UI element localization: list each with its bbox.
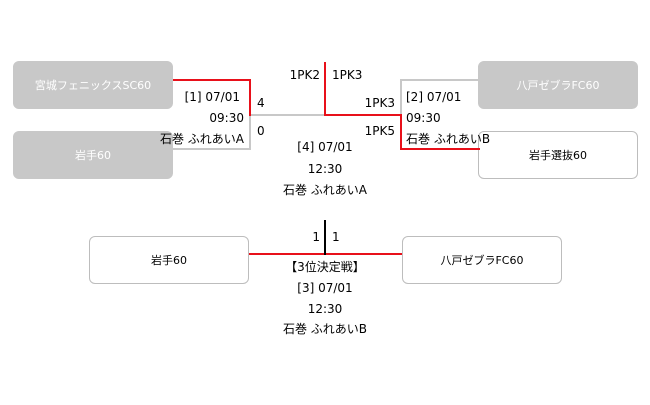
bracket-line-m2-vert-bottom xyxy=(400,114,402,150)
m1-score-bottom: 0 xyxy=(257,124,265,138)
m1-label: [1] 07/01 xyxy=(184,90,240,104)
m3-score-left: 1 xyxy=(312,230,320,244)
team-name: 八戸ゼブラFC60 xyxy=(516,79,600,92)
m1-time: 09:30 xyxy=(209,111,244,125)
bracket-line-m2-vert-top xyxy=(400,79,402,116)
team-box-3rd-hachinohe-zebra[interactable]: 八戸ゼブラFC60 xyxy=(402,236,562,284)
team-name: 岩手60 xyxy=(75,149,111,162)
m2-venue: 石巻 ふれあいB xyxy=(406,132,491,146)
m4-label: [4] 07/01 xyxy=(297,140,353,154)
team-name: 岩手選抜60 xyxy=(529,149,587,162)
bracket-line-m4-right xyxy=(325,114,400,116)
team-box-iwate-60[interactable]: 岩手60 xyxy=(13,131,173,179)
team-box-3rd-iwate-60[interactable]: 岩手60 xyxy=(89,236,249,284)
team-name: 八戸ゼブラFC60 xyxy=(440,254,524,267)
m2-label: [2] 07/01 xyxy=(406,90,462,104)
m3-score-right: 1 xyxy=(332,230,340,244)
bracket-line-m1-vert-top xyxy=(249,79,251,116)
m4-time: 12:30 xyxy=(307,162,343,176)
bracket-line-m4-stem xyxy=(324,62,326,116)
team-name: 宮城フェニックスSC60 xyxy=(34,79,152,92)
team-box-iwate-senbatsu[interactable]: 岩手選抜60 xyxy=(478,131,638,179)
m3-label: [3] 07/01 xyxy=(297,281,353,295)
m1-venue: 石巻 ふれあいA xyxy=(159,132,244,146)
bracket-line-m1-top xyxy=(173,79,251,81)
bracket-line-m1-bottom xyxy=(173,148,251,150)
bracket-line-m1-vert-bottom xyxy=(249,116,251,150)
bracket-line-m2-bottom xyxy=(400,148,480,150)
m4-score-left: 1PK2 xyxy=(289,68,320,82)
m2-score-top: 1PK3 xyxy=(364,96,395,110)
m2-time: 09:30 xyxy=(406,111,441,125)
team-box-miyagi-phoenix[interactable]: 宮城フェニックスSC60 xyxy=(13,61,173,109)
bracket-line-m3-stem xyxy=(324,220,326,255)
m2-score-bottom: 1PK5 xyxy=(364,124,395,138)
team-box-hachinohe-zebra[interactable]: 八戸ゼブラFC60 xyxy=(478,61,638,109)
m4-score-right: 1PK3 xyxy=(332,68,363,82)
m1-score-top: 4 xyxy=(257,96,265,110)
m3-time: 12:30 xyxy=(307,302,343,316)
m3-title: 【3位決定戦】 xyxy=(285,260,365,274)
m3-venue: 石巻 ふれあいB xyxy=(282,322,368,336)
m4-venue: 石巻 ふれあいA xyxy=(282,183,368,197)
team-name: 岩手60 xyxy=(151,254,187,267)
bracket-line-m2-top xyxy=(400,79,480,81)
bracket-line-m4-left xyxy=(251,114,325,116)
